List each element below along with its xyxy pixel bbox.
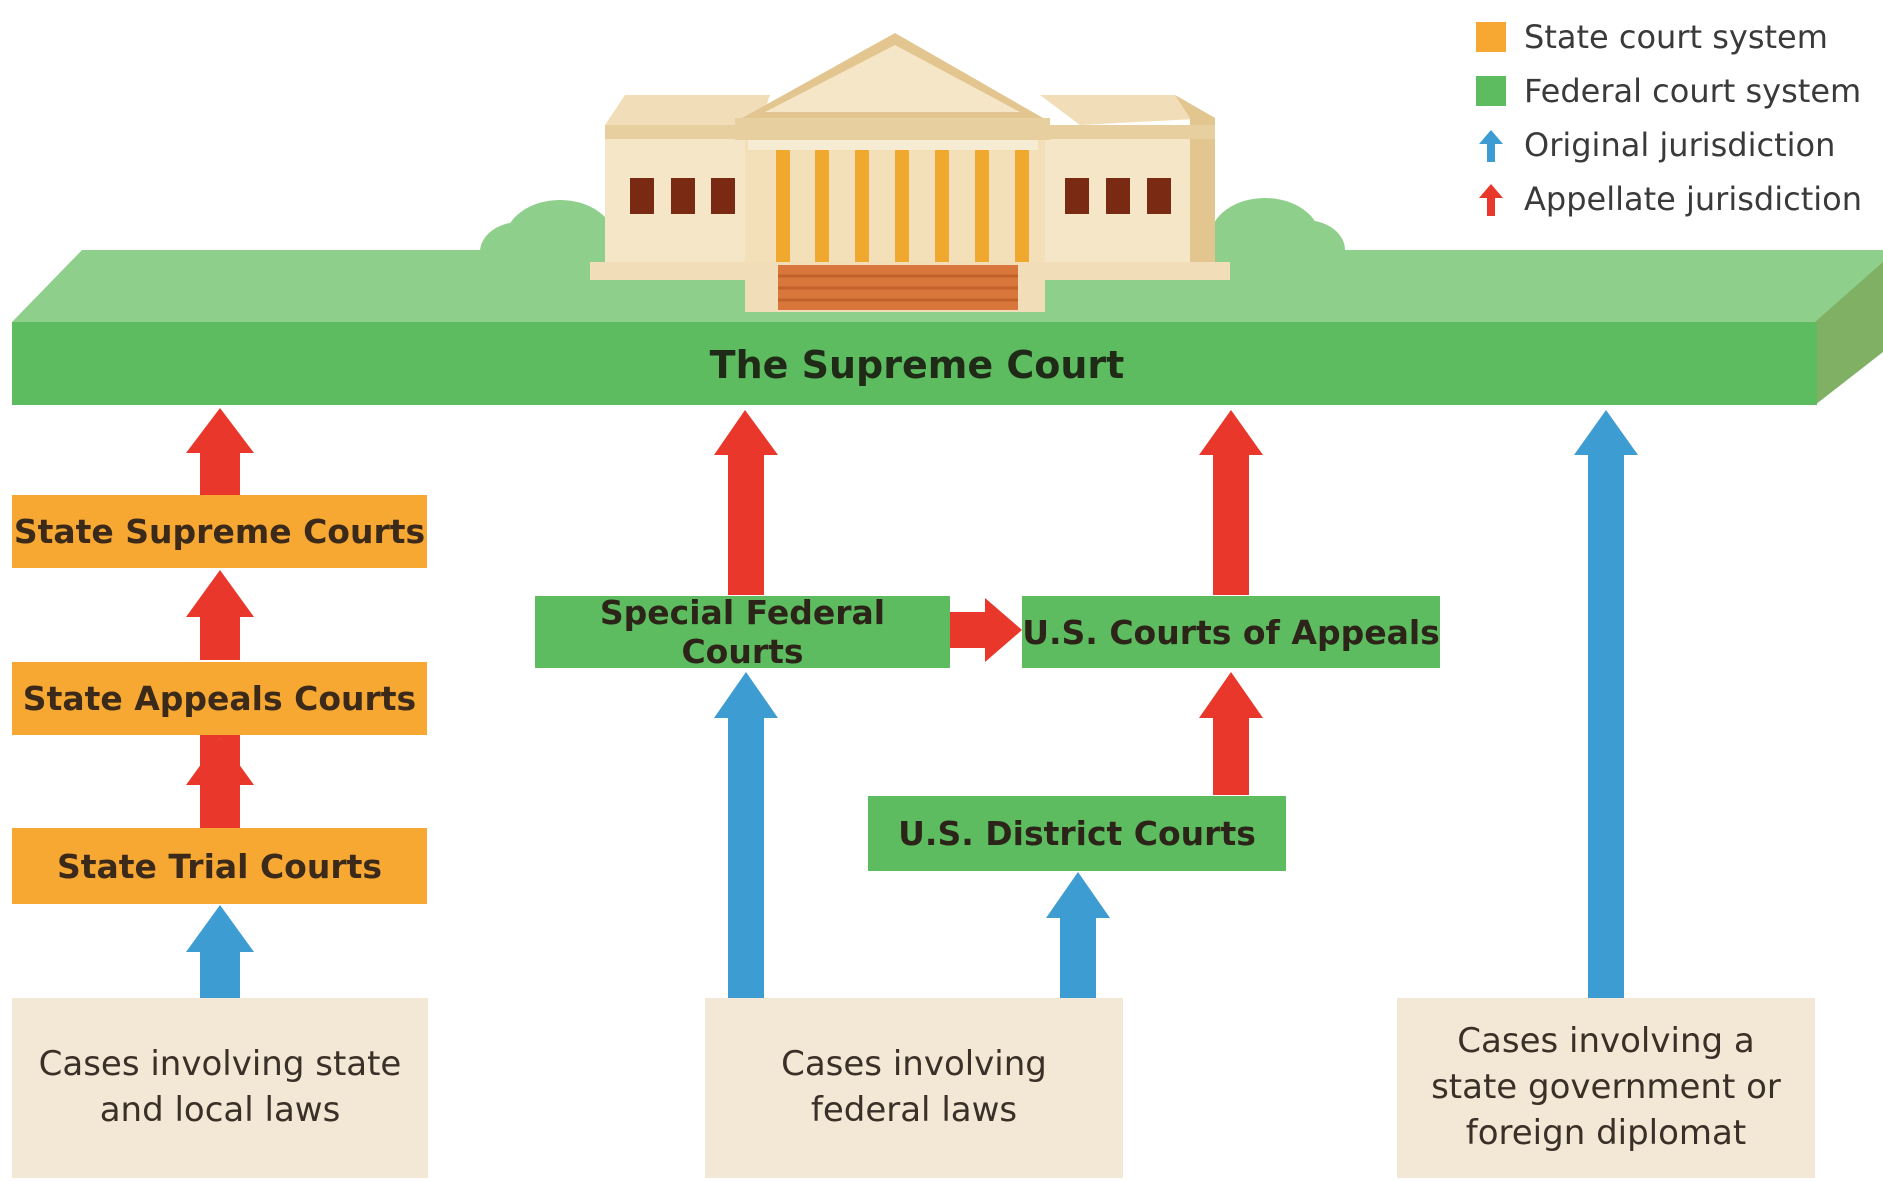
cases-state-local-laws: Cases involving state and local laws (12, 998, 428, 1178)
cases-state-government-diplomat: Cases involving a state government or fo… (1397, 998, 1815, 1178)
legend-state-label: State court system (1524, 18, 1828, 56)
red-arrow-appeals-to-supreme (186, 570, 254, 660)
cases-diplomat-line-2: state government or (1431, 1067, 1781, 1108)
state-trial-courts: State Trial Courts (12, 828, 427, 904)
special-federal-courts: Special Federal Courts (535, 593, 950, 671)
red-arrow-trial-to-appeals-main (186, 738, 254, 828)
legend-appellate-label: Appellate jurisdiction (1524, 180, 1862, 218)
legend-appellate-jurisdiction: Appellate jurisdiction (1476, 172, 1862, 226)
red-arrow-trial-to-appeals (188, 735, 252, 785)
red-arrow-special-to-supreme-court (714, 410, 778, 595)
blue-arrow-state-cases (186, 905, 254, 998)
supreme-court-label: The Supreme Court (709, 343, 1125, 387)
legend-original-label: Original jurisdiction (1524, 126, 1836, 164)
blue-arrow-federal-to-special (714, 672, 778, 998)
red-arrow-appeals-to-supreme-court (1199, 410, 1263, 595)
green-swatch-icon (1476, 76, 1506, 106)
cases-federal-line-2: federal laws (810, 1090, 1018, 1130)
original-arrows (186, 410, 1638, 998)
red-arrow-special-to-appeals (950, 598, 1022, 662)
legend-federal-court-system: Federal court system (1476, 64, 1862, 118)
cases-state-local-line-2: and local laws (99, 1090, 341, 1130)
blue-up-arrow-icon (1479, 130, 1503, 162)
red-arrow-state-to-supreme-court (186, 408, 254, 495)
us-district-courts: U.S. District Courts (868, 796, 1286, 871)
cases-federal-line-1: Cases involving (781, 1044, 1047, 1085)
courthouse-building-icon (590, 33, 1230, 312)
cases-diplomat-line-3: foreign diplomat (1465, 1112, 1747, 1153)
red-arrow-district-to-appeals (1199, 672, 1263, 795)
orange-swatch-icon (1476, 22, 1506, 52)
blue-arrow-federal-to-district (1046, 872, 1110, 998)
red-up-arrow-icon (1479, 184, 1503, 216)
us-courts-of-appeals: U.S. Courts of Appeals (1022, 596, 1440, 668)
blue-arrow-diplomat-to-supreme-court (1574, 410, 1638, 998)
cases-diplomat-line-1: Cases involving a (1457, 1021, 1755, 1062)
cases-federal-laws: Cases involving federal laws (705, 998, 1123, 1178)
legend-federal-label: Federal court system (1524, 72, 1862, 110)
appellate-arrows (186, 408, 1263, 795)
legend: State court system Federal court system … (1476, 10, 1862, 226)
state-supreme-courts: State Supreme Courts (12, 495, 427, 568)
state-appeals-courts: State Appeals Courts (12, 662, 427, 735)
legend-state-court-system: State court system (1476, 10, 1862, 64)
cases-state-local-line-1: Cases involving state (38, 1044, 402, 1085)
legend-original-jurisdiction: Original jurisdiction (1476, 118, 1862, 172)
